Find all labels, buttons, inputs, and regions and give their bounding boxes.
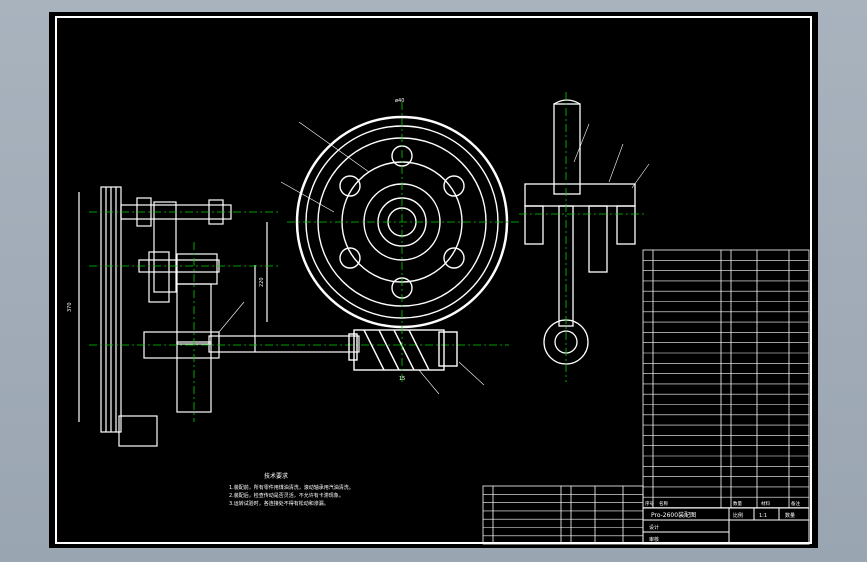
- parts-header-index: 序号: [645, 500, 654, 507]
- leader-lines: [218, 121, 650, 395]
- tech-req-line-1: 1.装配前，所有零件用煤油清洗，滚动轴承用汽油清洗。: [229, 484, 354, 491]
- lower-parts-list: [482, 485, 644, 545]
- parts-header-name: 名称: [659, 500, 668, 507]
- tech-req-line-3: 3.运转试验时，各连接处不得有松动和渗漏。: [229, 500, 329, 507]
- dim-belt-length: 370: [67, 302, 73, 312]
- title-cell-qty: 数量: [785, 512, 795, 519]
- rod-centerlines: [519, 92, 644, 382]
- wheel-centerlines: [287, 102, 519, 382]
- left-view: [78, 186, 360, 447]
- motor-block: [118, 415, 158, 447]
- title-block-title: Pro-2600装配图: [651, 511, 696, 519]
- title-block: [642, 507, 810, 545]
- connecting-rod-view: [524, 99, 636, 365]
- crank-block: [524, 183, 636, 207]
- assembly-drawing: Pro-2600装配图 比例 1:1 数量 设计 审核 名称 序号 数量 材料 …: [55, 16, 812, 545]
- parts-header-material: 材料: [761, 500, 770, 507]
- parts-list: [642, 249, 810, 509]
- tech-req-line-2: 2.装配后，检查传动是否灵活，不允许有卡滞现象。: [229, 492, 344, 499]
- title-row-designer: 设计: [649, 524, 659, 531]
- main-shaft: [208, 335, 360, 353]
- parts-header-note: 备注: [791, 500, 800, 507]
- tech-req-heading: 技术要求: [264, 472, 288, 480]
- left-centerlines: [89, 211, 509, 422]
- dim-shaft-center: 220: [259, 277, 265, 287]
- title-cell-scale-label: 比例: [733, 512, 743, 519]
- cad-drawing-viewport[interactable]: Pro-2600装配图 比例 1:1 数量 设计 审核 名称 序号 数量 材料 …: [49, 12, 818, 548]
- parts-header-qty: 数量: [733, 500, 742, 507]
- dim-worm: 15: [399, 376, 405, 382]
- title-row-checker: 审核: [649, 536, 659, 543]
- dim-bore: ø40: [395, 98, 404, 104]
- drawing-border: [55, 16, 812, 544]
- gear-body: [153, 201, 177, 293]
- title-cell-scale-value: 1:1: [759, 513, 767, 519]
